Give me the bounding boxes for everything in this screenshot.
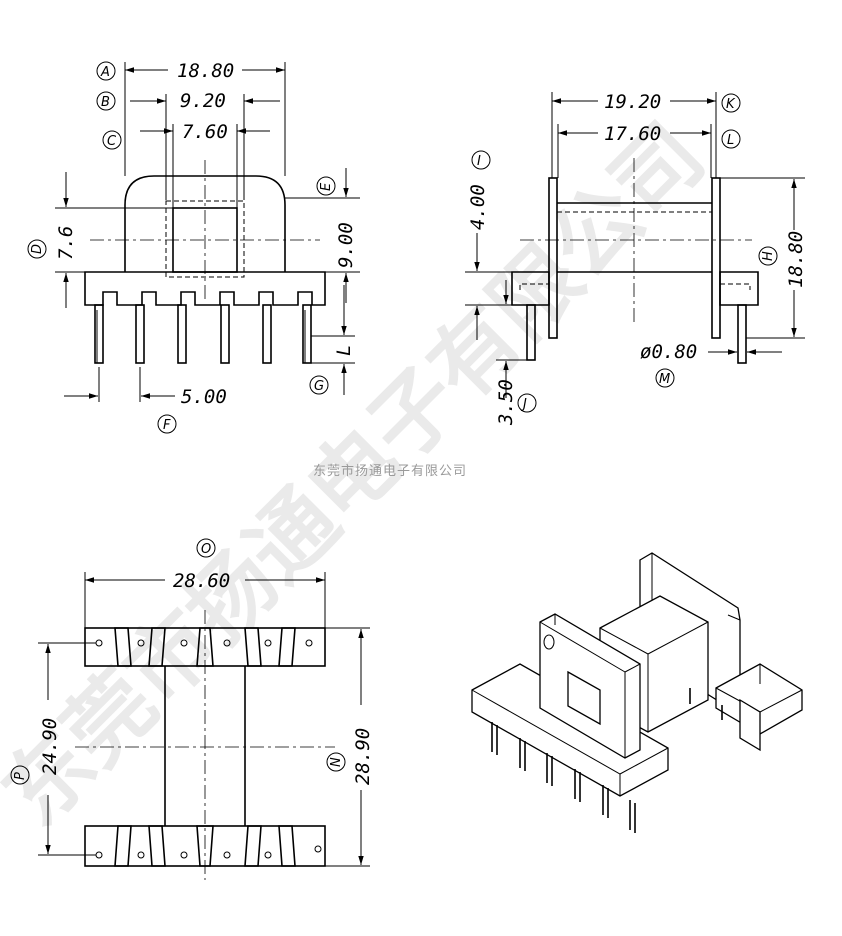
dim-b-tag: B <box>101 95 110 110</box>
dim-e-value: 9.00 <box>335 222 357 268</box>
watermark-subtitle: 东莞市扬通电子有限公司 <box>313 463 467 479</box>
dim-f-value: 5.00 <box>181 386 227 408</box>
dim-p-value: 24.90 <box>39 718 61 775</box>
side-view: 19.20 K 17.60 L 4.00 I 3.50 J 18.80 H <box>465 91 807 426</box>
dim-o-tag: O <box>201 542 211 557</box>
dim-a-tag: A <box>100 65 110 80</box>
dim-c-value: 7.60 <box>182 121 228 143</box>
dim-b-value: 9.20 <box>180 90 226 112</box>
dim-c-tag: C <box>107 134 117 149</box>
dim-p-tag: P <box>13 772 28 780</box>
isometric-view <box>471 552 803 833</box>
dim-g-tag: G <box>314 379 324 394</box>
dim-l-value: 17.60 <box>604 123 661 145</box>
dim-o-value: 28.60 <box>173 570 230 592</box>
dim-a-value: 18.80 <box>177 60 234 82</box>
dim-e-tag: E <box>319 182 334 191</box>
dim-k-tag: K <box>726 97 736 112</box>
front-view: 18.80 A 9.20 B 7.60 C 7.6 D 9.00 E <box>27 60 360 434</box>
dim-g-value: L <box>333 345 355 356</box>
dim-m-tag: M <box>659 372 670 387</box>
dim-m-value: ø0.80 <box>640 341 697 363</box>
dim-d-value: 7.6 <box>55 226 77 260</box>
dim-h-tag: H <box>761 251 776 261</box>
dim-d-tag: D <box>30 244 45 254</box>
top-view: 28.60 O 24.90 P 28.90 N <box>10 538 374 880</box>
dim-j-tag: J <box>520 397 527 412</box>
dim-l-tag: L <box>727 133 734 148</box>
dim-k-value: 19.20 <box>604 91 661 113</box>
dim-n-value: 28.90 <box>352 728 374 785</box>
dim-f-tag: F <box>163 418 171 433</box>
dim-h-value: 18.80 <box>785 231 807 288</box>
dim-j-value: 3.50 <box>495 379 517 426</box>
dim-i-tag: I <box>477 154 481 169</box>
dim-i-value: 4.00 <box>467 184 489 230</box>
dim-n-tag: N <box>329 757 344 767</box>
